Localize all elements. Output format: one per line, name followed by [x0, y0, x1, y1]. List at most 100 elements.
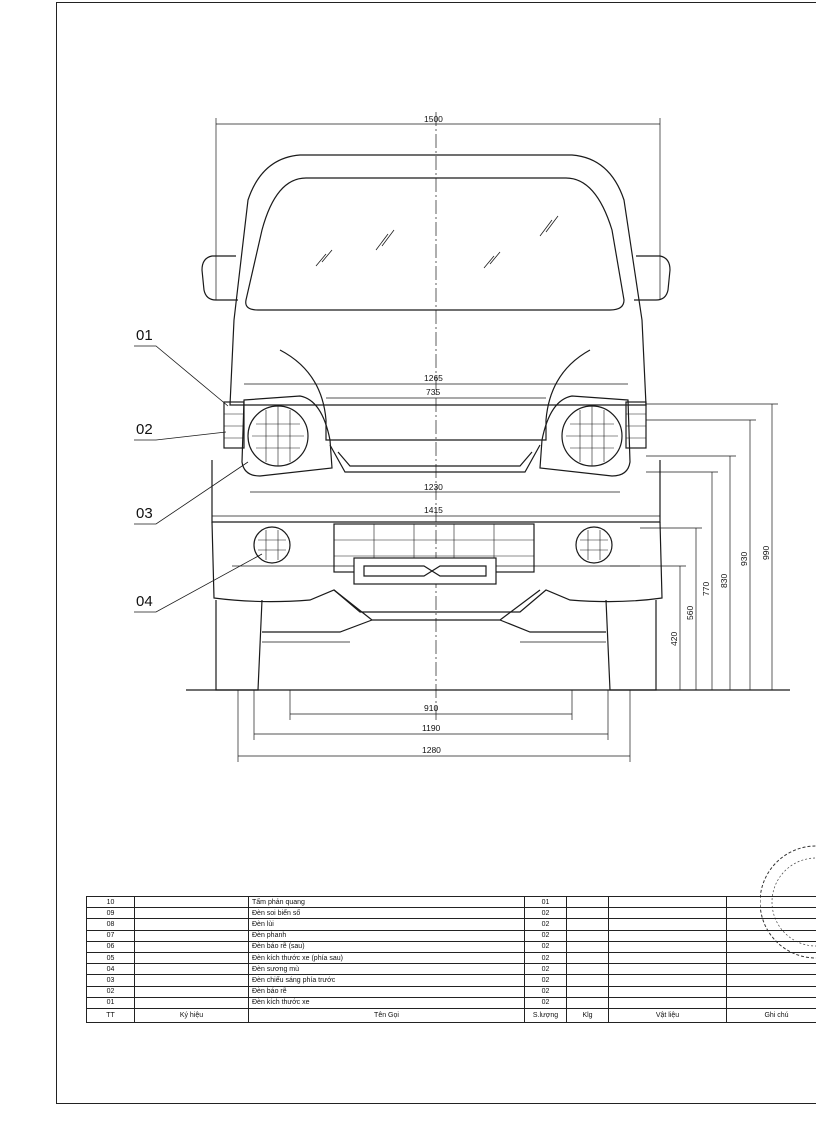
- cell-ten-goi: Đèn lùi: [248, 918, 525, 931]
- dim-outer-track: 1280: [422, 745, 441, 755]
- dim-height-770: 770: [701, 582, 711, 596]
- cell-tt: 07: [86, 929, 135, 942]
- hood-crease-right: [545, 349, 591, 421]
- cell-ten-goi: Đèn kích thước xe (phía sau): [248, 951, 525, 965]
- cell-vat-lieu: [608, 895, 727, 909]
- cell-so-luong: 02: [524, 996, 567, 1009]
- cell-klg: [566, 918, 609, 931]
- label-02: 02: [136, 421, 153, 438]
- cell-ten-goi: Đèn phanh: [248, 929, 525, 942]
- cell-vat-lieu: [608, 963, 727, 976]
- headlight-lens-pattern: [252, 406, 618, 466]
- cell-ghi-chu: [726, 974, 816, 987]
- hood-crease-left: [279, 349, 327, 421]
- cell-vat-lieu: [608, 985, 727, 998]
- cell-so-luong: 02: [524, 951, 567, 965]
- label-01: 01: [136, 327, 153, 344]
- left-mirror: [201, 255, 238, 301]
- hood-lower-edge: [325, 420, 547, 441]
- cell-ky-hieu: [134, 907, 249, 920]
- cell-klg: [566, 951, 609, 965]
- cell-ky-hieu: [134, 985, 249, 998]
- cell-tt: 09: [86, 907, 135, 920]
- windshield-reflection-marks: [315, 215, 559, 269]
- cell-ky-hieu: [134, 963, 249, 976]
- cell-ky-hieu: [134, 940, 249, 953]
- header-ky-hieu: Ký hiệu: [134, 1007, 249, 1023]
- dim-inner-track: 910: [424, 703, 438, 713]
- left-fog-lamp: [253, 526, 291, 564]
- cell-klg: [566, 996, 609, 1009]
- cell-so-luong: 02: [524, 940, 567, 953]
- cell-ghi-chu: [726, 940, 816, 953]
- right-side-lamp: [625, 401, 647, 449]
- cell-ghi-chu: [726, 996, 816, 1009]
- grille-inner: [337, 451, 533, 467]
- cell-ghi-chu: [726, 907, 816, 920]
- cell-klg: [566, 895, 609, 909]
- plate-lamp-right: [430, 565, 487, 577]
- header-so-luong: S.lượng: [524, 1007, 567, 1023]
- left-wheel: [215, 599, 263, 691]
- cell-ghi-chu: [726, 918, 816, 931]
- header-ten-goi: Tên Gọi: [248, 1007, 525, 1023]
- fog-lamp-pattern: [258, 530, 608, 560]
- cell-ky-hieu: [134, 996, 249, 1009]
- side-lamp-pattern: [224, 413, 646, 439]
- header-ghi-chu: Ghi chú: [726, 1007, 816, 1023]
- cell-tt: 02: [86, 985, 135, 998]
- cell-klg: [566, 907, 609, 920]
- dim-height-560: 560: [685, 606, 695, 620]
- cell-ten-goi: Đèn báo rẽ (sau): [248, 940, 525, 953]
- table-row: 05 Đèn kích thước xe (phía sau)02: [86, 951, 816, 965]
- cell-vat-lieu: [608, 951, 727, 965]
- cell-klg: [566, 940, 609, 953]
- cell-tt: 08: [86, 918, 135, 931]
- lower-body: [211, 460, 661, 523]
- cell-ghi-chu: [726, 929, 816, 942]
- front-bumper: [211, 521, 663, 613]
- cell-ghi-chu: [726, 951, 816, 965]
- cell-klg: [566, 985, 609, 998]
- cell-ky-hieu: [134, 918, 249, 931]
- cell-ky-hieu: [134, 929, 249, 942]
- header-tt: TT: [86, 1007, 135, 1023]
- cell-so-luong: 02: [524, 963, 567, 976]
- cell-vat-lieu: [608, 907, 727, 920]
- header-klg: Klg: [566, 1007, 609, 1023]
- cell-vat-lieu: [608, 996, 727, 1009]
- leader-lines: [134, 345, 263, 613]
- dim-lamp-span-outer: 1265: [424, 373, 443, 383]
- windshield: [245, 177, 625, 311]
- cell-tt: 10: [86, 895, 135, 909]
- cell-so-luong: 02: [524, 929, 567, 942]
- cell-so-luong: 02: [524, 985, 567, 998]
- cell-tt: 06: [86, 940, 135, 953]
- dimension-lines: [212, 118, 778, 762]
- label-04: 04: [136, 593, 153, 610]
- cell-ten-goi: Đèn soi biển số: [248, 907, 525, 920]
- cell-so-luong: 01: [524, 895, 567, 909]
- right-headlight-housing: [539, 395, 631, 477]
- dim-height-930: 930: [739, 552, 749, 566]
- cell-ten-goi: Đèn sương mù: [248, 963, 525, 976]
- dim-height-420: 420: [669, 632, 679, 646]
- cell-so-luong: 02: [524, 974, 567, 987]
- cell-so-luong: 02: [524, 918, 567, 931]
- cell-ky-hieu: [134, 951, 249, 965]
- cell-tt: 05: [86, 951, 135, 965]
- drawing-sheet-border: [56, 2, 816, 1104]
- cell-vat-lieu: [608, 974, 727, 987]
- cell-tt: 03: [86, 974, 135, 987]
- dim-overall-width: 1500: [424, 114, 443, 124]
- cell-tt: 01: [86, 996, 135, 1009]
- dim-height-990: 990: [761, 546, 771, 560]
